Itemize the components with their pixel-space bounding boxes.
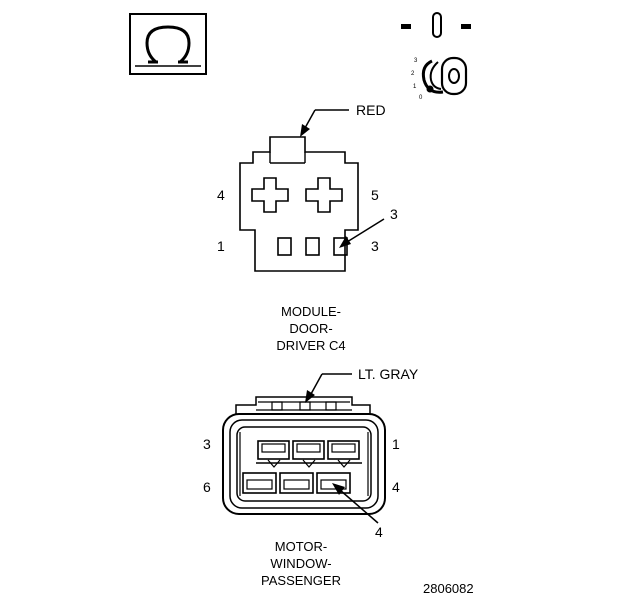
c4-pin-label-top-right: 5	[371, 187, 379, 203]
ignition-position-2: 2	[411, 71, 415, 77]
c4-caption-line-2: DOOR-	[289, 321, 332, 336]
module-door-driver-c4-connector: RED 3 4 5 1 3 MODULE- DOOR- DRIVER C4	[217, 102, 398, 353]
c4-pin-label-bottom-left: 1	[217, 238, 225, 254]
c4-caption-line-3: DRIVER C4	[276, 338, 345, 353]
motor-pin-label-bottom-left: 6	[203, 479, 211, 495]
motor-callout-pin: 4	[375, 524, 383, 540]
motor-pin-label-top-left: 3	[203, 436, 211, 452]
ignition-position-1: 1	[413, 84, 417, 90]
ignition-position-0: 0	[419, 95, 423, 101]
motor-window-passenger-connector: LT. GRAY	[203, 366, 419, 588]
motor-caption-line-3: PASSENGER	[261, 573, 341, 588]
motor-caption-line-1: MOTOR-	[275, 539, 327, 554]
figure-number: 2806082	[423, 581, 474, 596]
motor-pin-label-top-right: 1	[392, 436, 400, 452]
ignition-key-icon: 3 2 1 0	[401, 12, 471, 101]
motor-pin-label-bottom-right: 4	[392, 479, 400, 495]
motor-wire-color-label: LT. GRAY	[358, 366, 419, 382]
motor-caption-line-2: WINDOW-	[270, 556, 331, 571]
c4-callout-pin: 3	[390, 206, 398, 222]
c4-caption-line-1: MODULE-	[281, 304, 341, 319]
ignition-position-3: 3	[414, 58, 418, 64]
c4-pin-label-top-left: 4	[217, 187, 225, 203]
c4-wire-color-label: RED	[356, 102, 386, 118]
c4-pin-label-bottom-right: 3	[371, 238, 379, 254]
ohm-symbol-icon	[129, 13, 207, 75]
